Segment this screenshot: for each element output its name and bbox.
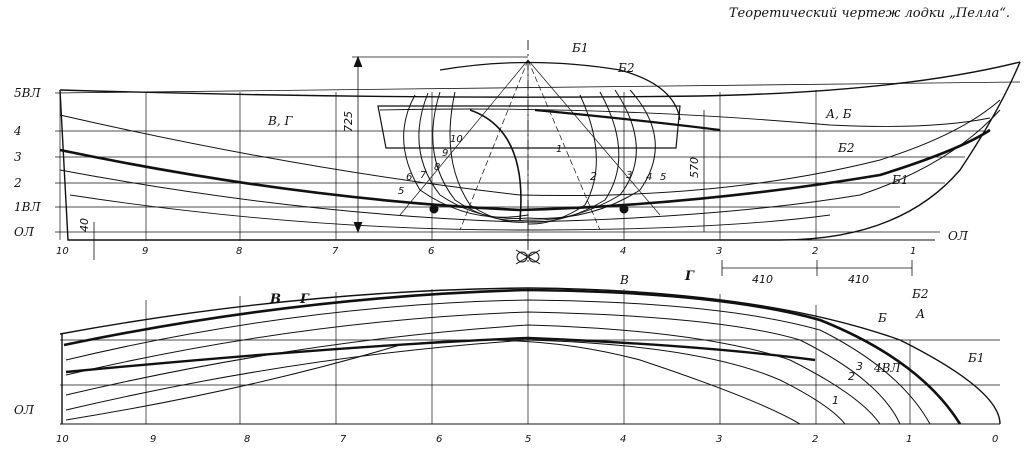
plan-label-a: А [915,307,925,321]
dim-410-b: 410 [848,273,869,286]
plan-label-4vl: 4ВЛ [873,361,901,375]
plan-label-b2: Б2 [911,287,928,301]
dim-410-a: 410 [752,273,773,286]
body-label-b1: Б1 [571,41,588,55]
station-label-1: 1 [910,246,916,257]
plan-label-3: 3 [856,360,863,373]
line-label-ab: А, Б [825,107,852,121]
dim-725: 725 [342,111,355,132]
wl-label-4: 4 [13,124,22,138]
body-plan [399,40,681,262]
profile-view [54,60,1021,241]
plan-grid [60,288,1000,425]
wl-label-5vl: 5ВЛ [14,86,41,100]
plan-station-6: 6 [436,434,442,445]
wl-label-3: 3 [14,150,22,164]
plan-labels: ОЛ 10 9 8 7 6 5 4 3 2 1 0 В Г В Г Б2 Б А… [14,269,998,445]
profile-labels: 5ВЛ 4 3 2 1ВЛ ОЛ 10 9 8 7 6 4 3 2 1 В, Г… [13,41,969,257]
section-label-10: 10 [450,134,463,145]
station-label-9: 9 [142,246,148,257]
line-label-vg: В, Г [267,114,293,128]
section-label-2: 2 [590,170,597,183]
section-label-4: 4 [646,172,652,183]
section-label-8: 8 [434,162,440,173]
plan-station-10: 10 [56,434,69,445]
dimension-labels: 725 570 40 410 410 [78,111,869,286]
section-label-1: 1 [556,144,562,155]
dim-40: 40 [78,218,91,232]
plan-station-5: 5 [525,434,531,445]
plan-label-b: Б [877,311,887,325]
station-label-10: 10 [56,246,69,257]
plan-station-7: 7 [340,434,347,445]
plan-label-b1: Б1 [967,351,984,365]
section-label-5-right: 5 [660,172,666,183]
plan-station-0: 0 [992,434,998,445]
midship-symbol [515,249,541,265]
wl-label-2: 2 [13,176,22,190]
drawing-title: Теоретический чертеж лодки „Пелла“. [728,6,1010,21]
station-label-2: 2 [812,246,818,257]
plan-view [59,287,1001,425]
line-label-b2: Б2 [837,141,854,155]
station-label-4: 4 [620,246,626,257]
dim-570: 570 [688,157,701,178]
plan-station-4: 4 [620,434,626,445]
plan-station-1: 1 [906,434,912,445]
section-label-5-left: 5 [398,186,404,197]
plan-station-2: 2 [812,434,818,445]
plan-station-3: 3 [716,434,722,445]
plan-label-1: 1 [832,394,839,407]
station-label-8: 8 [236,246,242,257]
station-label-7: 7 [332,246,339,257]
wl-label-ol: ОЛ [14,225,35,239]
plan-label-g-left: Г [299,292,310,307]
station-label-6: 6 [428,246,434,257]
plan-station-8: 8 [244,434,250,445]
body-label-b2: Б2 [617,61,634,75]
line-label-b1: Б1 [891,173,908,187]
section-label-7: 7 [420,170,427,181]
ol-right-label: ОЛ [948,229,969,243]
plan-label-2: 2 [848,370,855,383]
section-label-6: 6 [406,172,412,183]
plan-ol-label: ОЛ [14,403,35,417]
section-label-9: 9 [442,148,448,159]
station-label-3: 3 [716,246,722,257]
wl-label-1vl: 1ВЛ [14,200,41,214]
plan-label-v-right: В [619,273,629,287]
section-label-3: 3 [626,170,632,181]
plan-label-g-right: Г [684,269,695,284]
plan-station-9: 9 [150,434,156,445]
plan-label-v-left: В [269,292,281,307]
dimensions [93,55,913,276]
